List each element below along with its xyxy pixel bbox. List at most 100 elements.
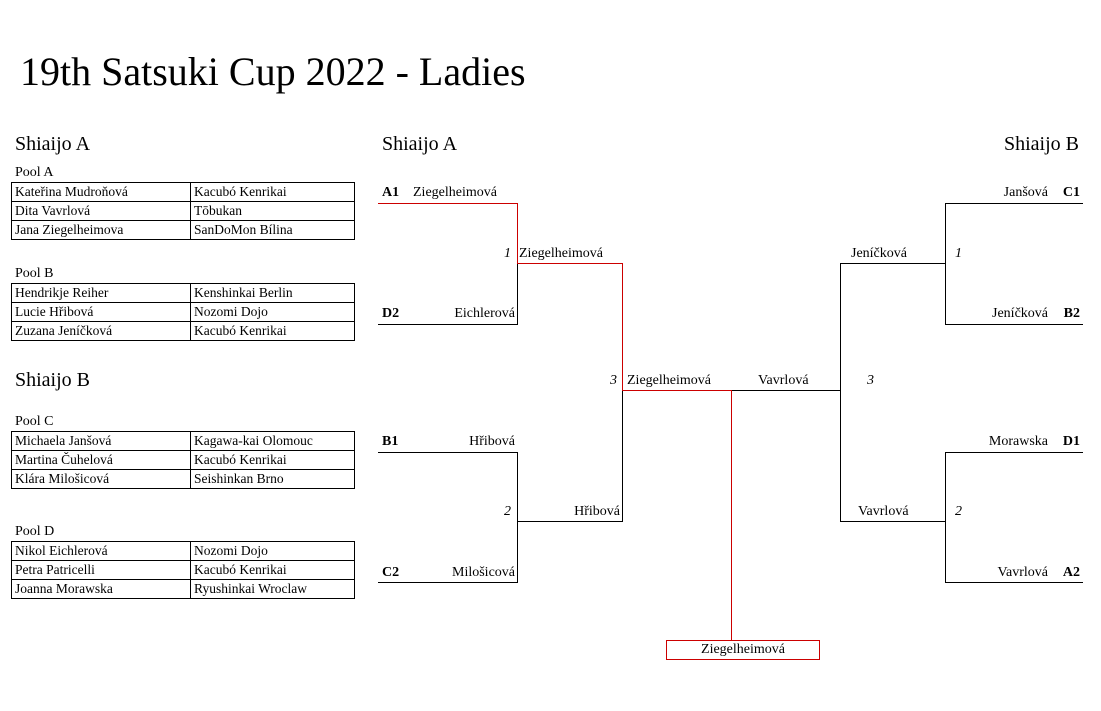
- club-name: Tōbukan: [190, 201, 355, 221]
- seed-label: A2: [1062, 565, 1080, 580]
- fighter-name: Hendrikje Reiher: [11, 283, 191, 303]
- fighter-name: Milošicová: [452, 565, 515, 580]
- club-name: Kenshinkai Berlin: [190, 283, 355, 303]
- fighter-name: Hřibová: [469, 434, 515, 449]
- fighter-name: Jeníčková: [992, 306, 1048, 321]
- seed-label: D1: [1062, 434, 1080, 449]
- fighter-name: Hřibová: [574, 504, 620, 519]
- vline-r-m2: [945, 452, 946, 583]
- fighter-name: Ziegelheimová: [519, 246, 603, 261]
- bracket-left-header: Shiaijo A: [382, 133, 458, 155]
- line-r-r2-m2: [840, 521, 946, 522]
- fighter-name: Dita Vavrlová: [11, 201, 191, 221]
- match-number: 3: [867, 373, 874, 388]
- vline-r-m3: [840, 263, 841, 522]
- club-name: Nozomi Dojo: [190, 541, 355, 561]
- match-number: 1: [504, 246, 511, 261]
- fighter-name: Eichlerová: [454, 306, 515, 321]
- line-r-r2-m1: [840, 263, 946, 264]
- pool-b-label: Pool B: [15, 266, 54, 281]
- bracket-right-header: Shiaijo B: [1003, 133, 1079, 155]
- seed-label: A1: [382, 185, 400, 200]
- vline-m2: [517, 452, 518, 583]
- club-name: SanDoMon Bílina: [190, 220, 355, 240]
- vline-m1-top: [517, 203, 518, 264]
- fighter-name: Vavrlová: [758, 373, 809, 388]
- fighter-name: Zuzana Jeníčková: [11, 321, 191, 341]
- fighter-name: Ziegelheimová: [413, 185, 497, 200]
- club-name: Seishinkan Brno: [190, 469, 355, 489]
- fighter-name: Petra Patricelli: [11, 560, 191, 580]
- club-name: Kacubó Kenrikai: [190, 450, 355, 470]
- pool-c-label: Pool C: [15, 414, 54, 429]
- fighter-name: Nikol Eichlerová: [11, 541, 191, 561]
- vline-final: [731, 390, 732, 640]
- seed-label: B1: [382, 434, 399, 449]
- line-d1: [945, 452, 1083, 453]
- fighter-name: Kateřina Mudroňová: [11, 182, 191, 202]
- fighter-name: Ziegelheimová: [627, 373, 711, 388]
- line-a2: [945, 582, 1083, 583]
- line-r2-m1: [517, 263, 623, 264]
- vline-r-m1: [945, 203, 946, 325]
- line-semi-right: [732, 390, 841, 391]
- club-name: Kacubó Kenrikai: [190, 182, 355, 202]
- fighter-name: Martina Čuhelová: [11, 450, 191, 470]
- line-c2: [378, 582, 518, 583]
- seed-label: B2: [1063, 306, 1080, 321]
- seed-label: C2: [382, 565, 400, 580]
- line-r2-m2: [517, 521, 623, 522]
- fighter-name: Klára Milošicová: [11, 469, 191, 489]
- seed-label: C1: [1062, 185, 1080, 200]
- fighter-name: Joanna Morawska: [11, 579, 191, 599]
- match-number: 1: [955, 246, 962, 261]
- fighter-name: Vavrlová: [997, 565, 1048, 580]
- line-b1: [378, 452, 518, 453]
- pool-a-label: Pool A: [15, 165, 54, 180]
- fighter-name: Vavrlová: [858, 504, 909, 519]
- fighter-name: Lucie Hřibová: [11, 302, 191, 322]
- club-name: Kagawa-kai Olomouc: [190, 431, 355, 451]
- fighter-name: Michaela Janšová: [11, 431, 191, 451]
- line-a1: [378, 203, 518, 204]
- match-number: 3: [610, 373, 617, 388]
- left-shiaijo-a-heading: Shiaijo A: [15, 133, 91, 155]
- page-title: 19th Satsuki Cup 2022 - Ladies: [20, 49, 526, 94]
- seed-label: D2: [382, 306, 400, 321]
- winner-box: Ziegelheimová: [666, 640, 820, 660]
- vline-m1-bottom: [517, 264, 518, 325]
- match-number: 2: [955, 504, 962, 519]
- line-d2: [378, 324, 518, 325]
- line-c1: [945, 203, 1083, 204]
- vline-m3-bottom: [622, 391, 623, 522]
- club-name: Kacubó Kenrikai: [190, 560, 355, 580]
- fighter-name: Jana Ziegelheimova: [11, 220, 191, 240]
- fighter-name: Jeníčková: [851, 246, 907, 261]
- pool-d-label: Pool D: [15, 524, 55, 539]
- vline-m3-top: [622, 263, 623, 391]
- club-name: Nozomi Dojo: [190, 302, 355, 322]
- fighter-name: Morawska: [988, 434, 1048, 449]
- club-name: Kacubó Kenrikai: [190, 321, 355, 341]
- left-shiaijo-b-heading: Shiaijo B: [15, 369, 91, 391]
- line-semi-left: [622, 390, 732, 391]
- match-number: 2: [504, 504, 511, 519]
- club-name: Ryushinkai Wroclaw: [190, 579, 355, 599]
- fighter-name: Janšová: [1003, 185, 1048, 200]
